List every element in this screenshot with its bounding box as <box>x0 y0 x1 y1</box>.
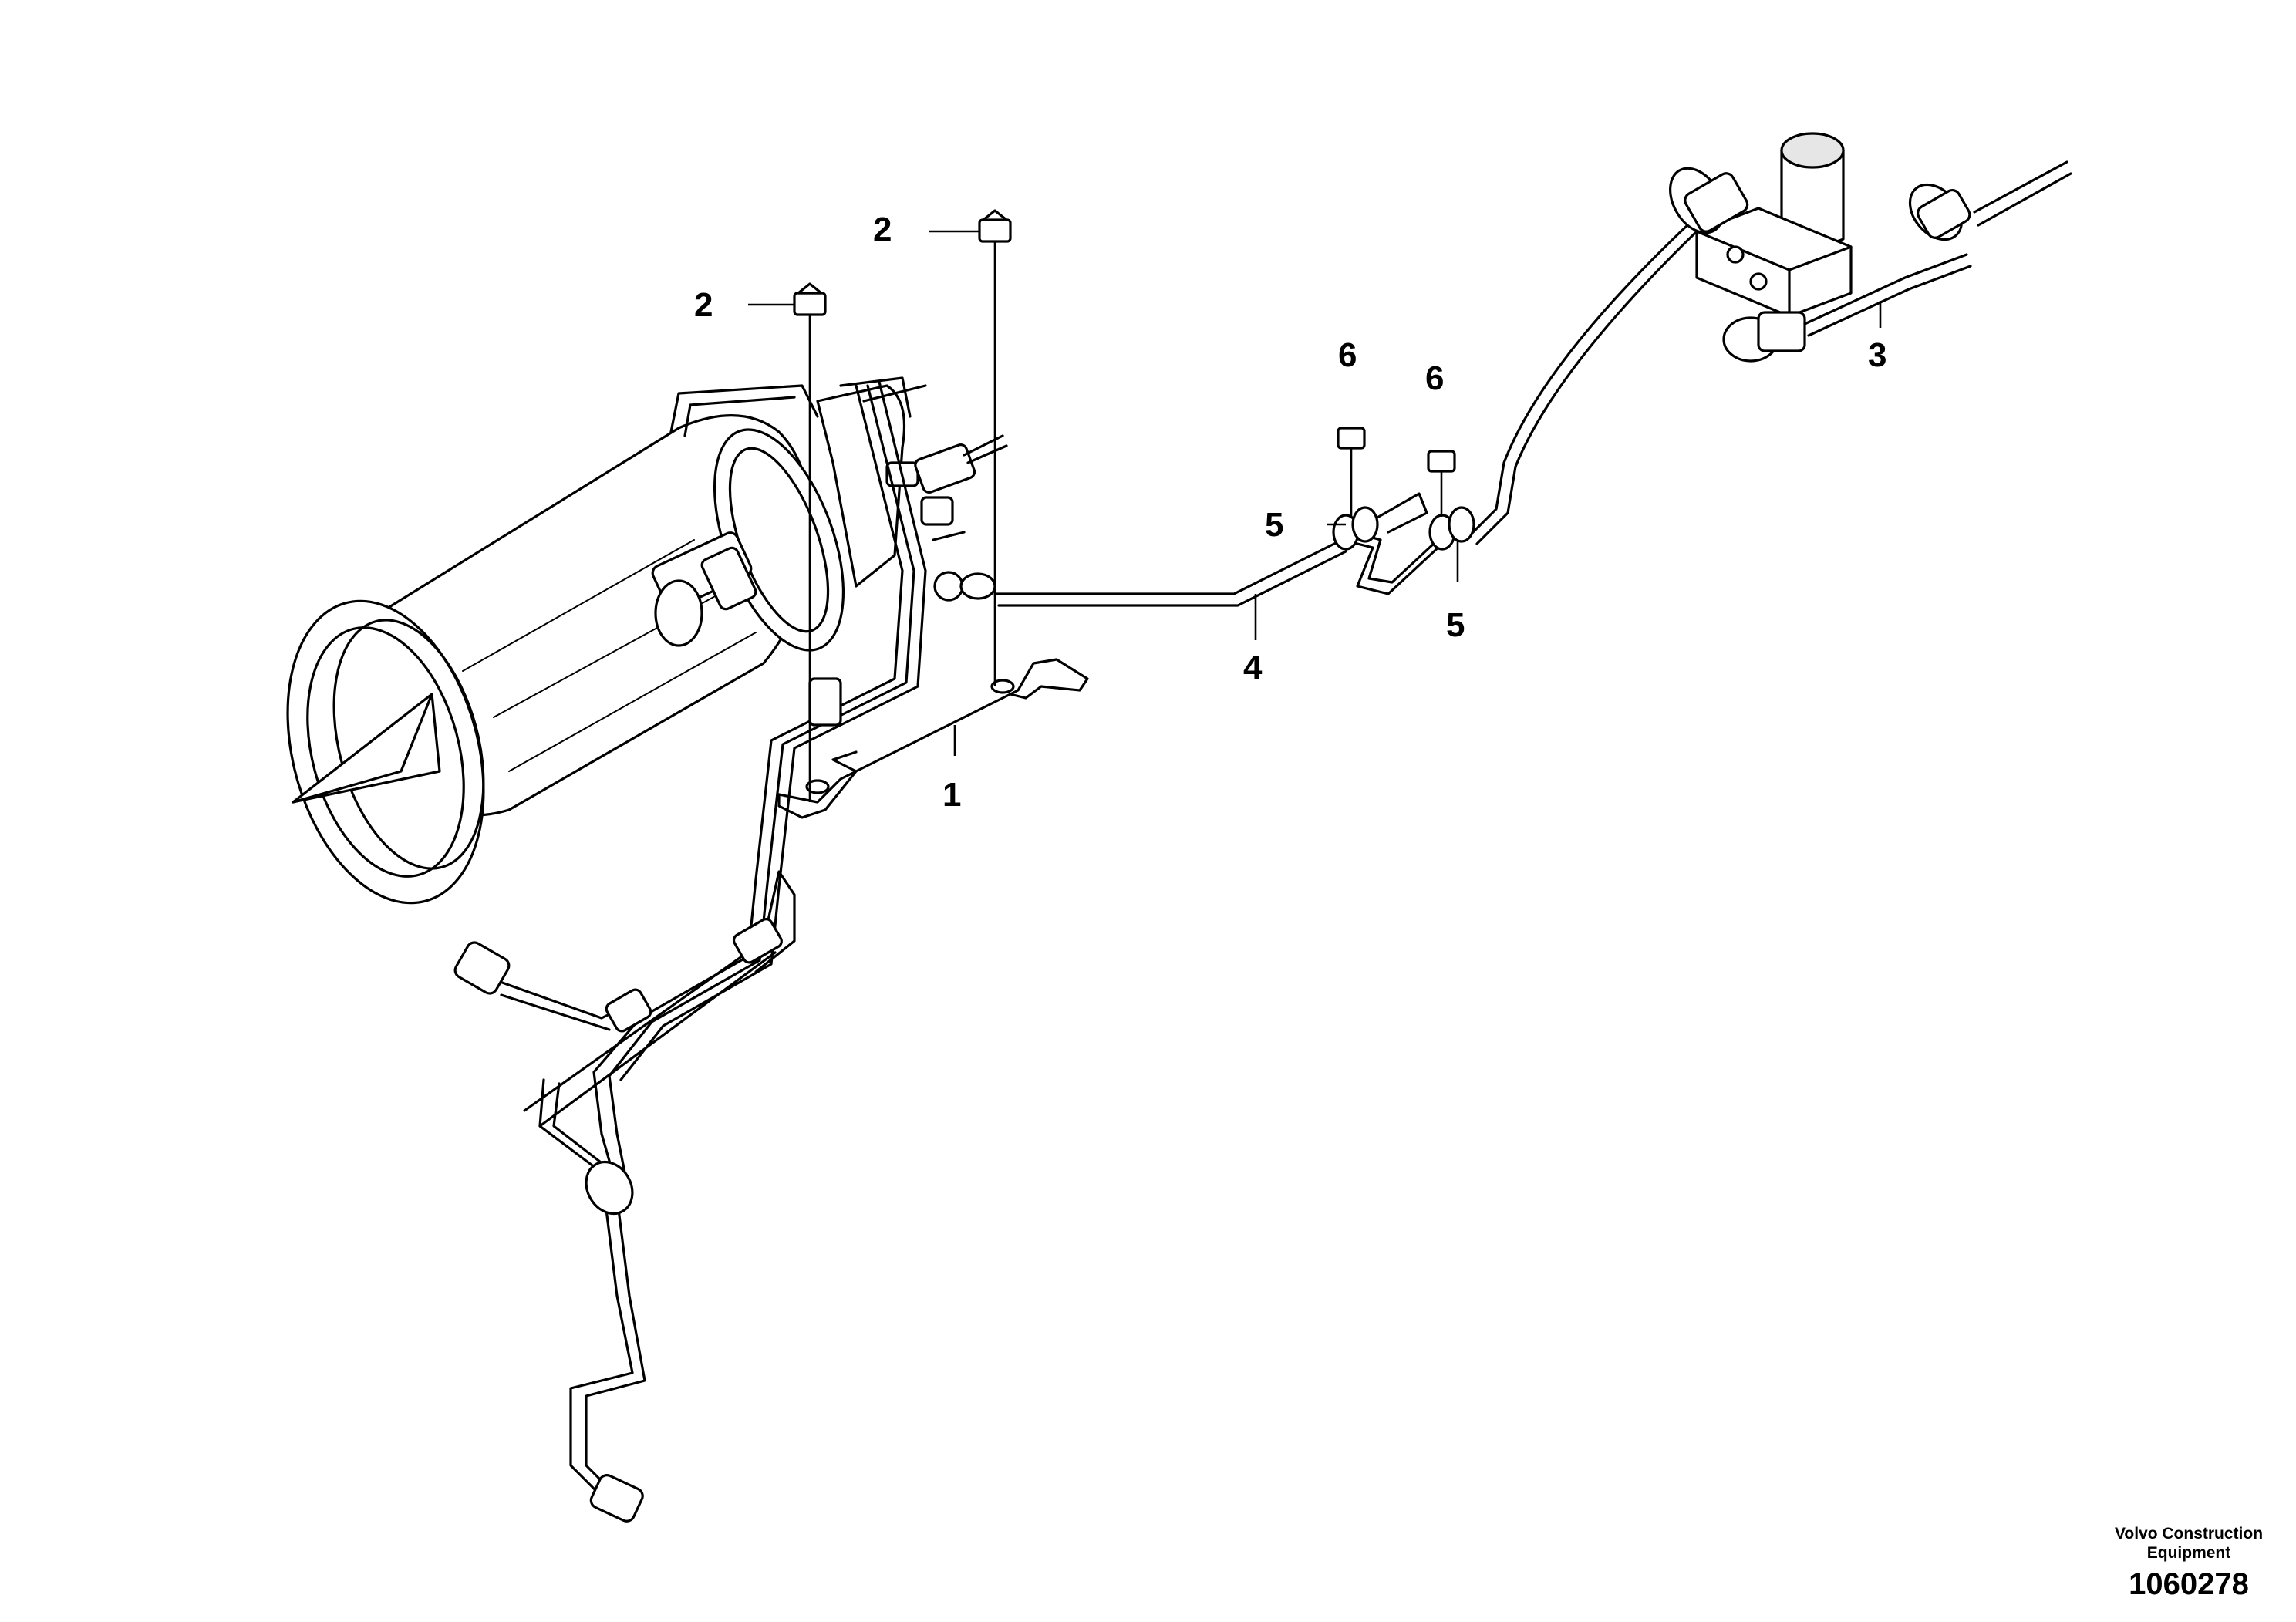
brand-line-1: Volvo Construction <box>2115 1525 2263 1543</box>
footer: Volvo Construction Equipment 1060278 <box>2115 1525 2263 1601</box>
heater-body <box>286 384 845 905</box>
callout-labels: 1 2 2 3 4 5 5 6 6 <box>694 211 1886 814</box>
callout-screw-d: 6 <box>1425 359 1444 397</box>
callout-screw-a: 2 <box>694 286 713 324</box>
callout-clamp-b: 5 <box>1446 606 1465 644</box>
burner-fuel-lines <box>453 380 927 1523</box>
fuel-line-main <box>959 222 1698 607</box>
screw-a-icon <box>793 282 827 802</box>
document-number: 1060278 <box>2129 1567 2249 1601</box>
screw-b-icon <box>978 209 1012 686</box>
screw-c-icon <box>1337 427 1366 517</box>
callout-bracket: 1 <box>942 776 961 814</box>
burner-head <box>816 376 1008 602</box>
fuel-pump <box>1669 132 2072 363</box>
callout-leaders <box>748 230 1882 756</box>
callout-screw-c: 6 <box>1338 336 1357 374</box>
clamps <box>1332 506 1475 551</box>
callout-screw-b: 2 <box>873 211 892 248</box>
screw-d-icon <box>1427 450 1456 517</box>
callout-fuel-line-main: 4 <box>1243 649 1263 686</box>
callout-fuel-line-pump: 3 <box>1868 336 1886 374</box>
callout-clamp-a: 5 <box>1265 506 1283 544</box>
brand-line-2: Equipment <box>2147 1544 2231 1562</box>
